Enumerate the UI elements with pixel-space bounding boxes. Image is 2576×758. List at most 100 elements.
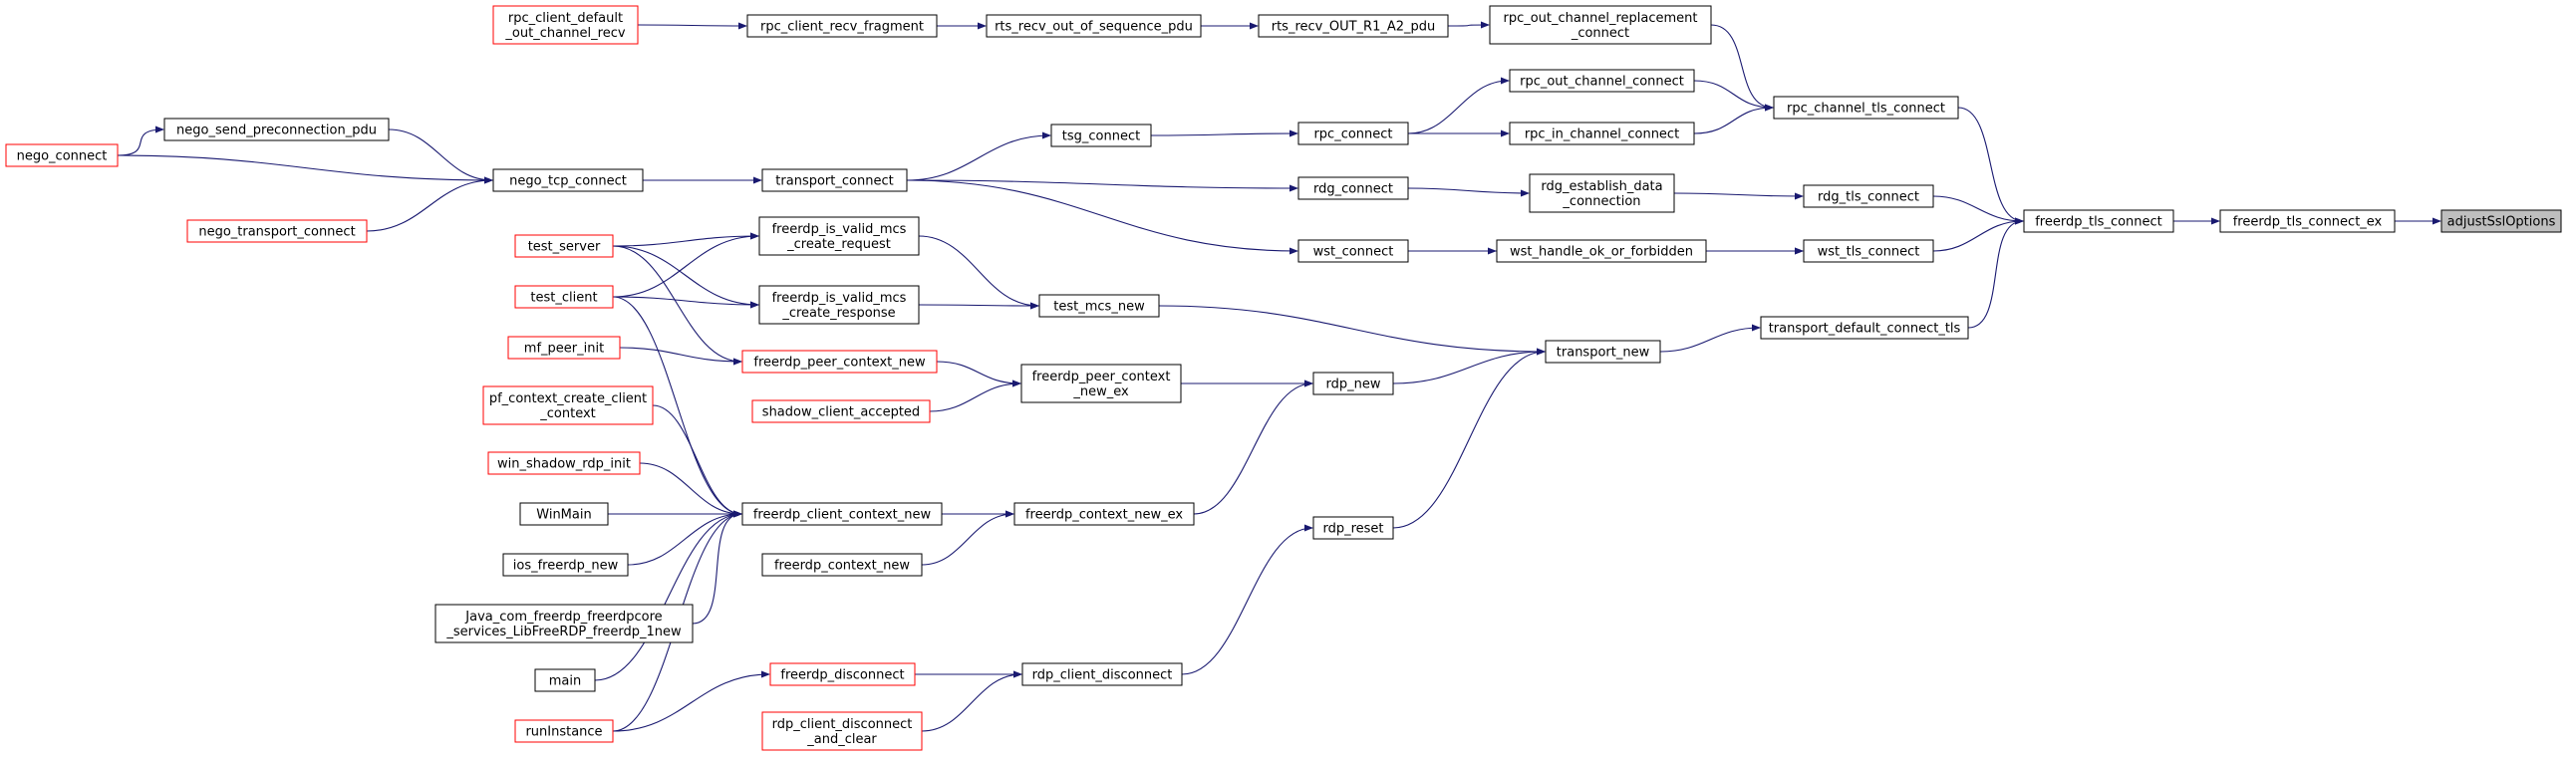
node-label: rdp_new	[1326, 378, 1381, 392]
node-test-server[interactable]: test_server	[514, 234, 614, 258]
node-rdg-connect[interactable]: rdg_connect	[1297, 176, 1409, 200]
node-box	[746, 14, 938, 38]
node-winmain[interactable]: WinMain	[519, 502, 609, 526]
node-label: shadow_client_accepted	[762, 405, 920, 420]
node-rdp-client-disconnect[interactable]: rdp_client_disconnect	[1021, 662, 1183, 686]
edge-rpc-out-channel-connect-to-rpc-channel-tls-connect	[1693, 80, 1774, 112]
edge-rpc-client-default-out-channel-recv-to-rpc-client-recv-fragment	[637, 22, 747, 30]
node-freerdp-disconnect[interactable]: freerdp_disconnect	[769, 662, 916, 686]
node-rdg-tls-connect[interactable]: rdg_tls_connect	[1803, 184, 1934, 208]
node-box	[751, 399, 931, 423]
node-box	[514, 234, 614, 258]
node-java-com-freerdp-freerdpcore-services-libfreerdp-freerdp-1new[interactable]: Java_com_freerdp_freerdpcore_services_Li…	[434, 604, 694, 643]
node-box	[1297, 176, 1409, 200]
node-pf-context-create-client-context[interactable]: pf_context_create_client_context	[482, 385, 654, 425]
node-rpc-out-channel-connect[interactable]: rpc_out_channel_connect	[1509, 69, 1695, 93]
node-label: freerdp_client_context_new	[753, 508, 932, 523]
edge-rdp-client-disconnect-to-rdp-reset	[1181, 524, 1313, 675]
node-label: _create_request	[786, 237, 891, 252]
call-edges	[117, 21, 2441, 732]
node-rts-recv-out-r1-a2-pdu[interactable]: rts_recv_OUT_R1_A2_pdu	[1258, 14, 1449, 38]
node-rdp-reset[interactable]: rdp_reset	[1312, 516, 1394, 540]
edge-main-to-freerdp-client-context-new	[594, 510, 742, 681]
node-label: pf_context_create_client	[489, 391, 647, 406]
node-label: _connection	[1562, 194, 1640, 209]
node-freerdp-tls-connect-ex[interactable]: freerdp_tls_connect_ex	[2219, 209, 2396, 233]
node-box	[5, 143, 119, 167]
node-box	[1297, 239, 1409, 263]
node-label: rpc_client_default	[508, 11, 623, 26]
edge-freerdp-context-new-to-freerdp-context-new-ex	[921, 510, 1014, 566]
node-test-client[interactable]: test_client	[514, 285, 614, 309]
node-nego-connect[interactable]: nego_connect	[5, 143, 119, 167]
node-win-shadow-rdp-init[interactable]: win_shadow_rdp_init	[487, 451, 641, 475]
node-freerdp-tls-connect[interactable]: freerdp_tls_connect	[2023, 209, 2174, 233]
edge-ios-freerdp-new-to-freerdp-client-context-new	[627, 510, 742, 566]
node-box	[758, 285, 920, 325]
node-label: transport_default_connect_tls	[1769, 322, 1961, 337]
node-mf-peer-init[interactable]: mf_peer_init	[507, 336, 621, 360]
edge-transport-default-connect-tls-to-freerdp-tls-connect	[1967, 217, 2024, 329]
node-label: _new_ex	[1072, 384, 1129, 399]
edge-test-server-to-freerdp-peer-context-new	[612, 245, 742, 366]
edge-java-com-freerdp-freerdpcore-services-libfreerdp-freerdp-1new-to-freerdp-client-context-new	[692, 510, 742, 625]
node-rts-recv-out-of-sequence-pdu[interactable]: rts_recv_out_of_sequence_pdu	[986, 14, 1202, 38]
node-shadow-client-accepted[interactable]: shadow_client_accepted	[751, 399, 931, 423]
node-box	[2219, 209, 2396, 233]
node-tsg-connect[interactable]: tsg_connect	[1050, 124, 1152, 147]
node-adjustssloptions[interactable]: adjustSslOptions	[2440, 209, 2562, 233]
edge-rts-recv-out-r1-a2-pdu-to-rpc-out-channel-replacement-connect	[1447, 21, 1490, 29]
node-rpc-channel-tls-connect[interactable]: rpc_channel_tls_connect	[1773, 96, 1959, 120]
node-freerdp-peer-context-new[interactable]: freerdp_peer_context_new	[741, 350, 938, 374]
node-transport-new[interactable]: transport_new	[1545, 340, 1661, 364]
node-label: nego_connect	[17, 149, 108, 164]
node-wst-handle-ok-or-forbidden[interactable]: wst_handle_ok_or_forbidden	[1496, 239, 1707, 263]
node-box	[1803, 239, 1934, 263]
node-label: freerdp_is_valid_mcs	[772, 291, 907, 306]
node-wst-connect[interactable]: wst_connect	[1297, 239, 1409, 263]
node-box	[758, 216, 920, 256]
node-label: rdp_client_disconnect	[772, 717, 913, 732]
node-nego-tcp-connect[interactable]: nego_tcp_connect	[492, 168, 644, 192]
node-rpc-in-channel-connect[interactable]: rpc_in_channel_connect	[1509, 122, 1695, 145]
edge-transport-connect-to-tsg-connect	[906, 131, 1051, 181]
node-rpc-connect[interactable]: rpc_connect	[1297, 122, 1409, 145]
node-box	[1509, 122, 1695, 145]
node-freerdp-client-context-new[interactable]: freerdp_client_context_new	[741, 502, 943, 526]
node-runinstance[interactable]: runInstance	[514, 719, 614, 743]
node-rpc-client-default-out-channel-recv[interactable]: rpc_client_default_out_channel_recv	[492, 5, 639, 45]
node-label: rts_recv_out_of_sequence_pdu	[995, 20, 1193, 35]
node-label: nego_transport_connect	[198, 225, 355, 240]
node-nego-send-preconnection-pdu[interactable]: nego_send_preconnection_pdu	[163, 118, 390, 141]
node-freerdp-is-valid-mcs-create-response[interactable]: freerdp_is_valid_mcs_create_response	[758, 285, 920, 325]
node-box	[163, 118, 390, 141]
node-rdp-new[interactable]: rdp_new	[1312, 372, 1394, 395]
node-box	[1489, 5, 1712, 45]
edge-rpc-channel-tls-connect-to-freerdp-tls-connect	[1957, 107, 2024, 225]
node-freerdp-is-valid-mcs-create-request[interactable]: freerdp_is_valid_mcs_create_request	[758, 216, 920, 256]
node-box	[1020, 364, 1182, 403]
edge-nego-send-preconnection-pdu-to-nego-tcp-connect	[388, 128, 493, 184]
node-rpc-out-channel-replacement-connect[interactable]: rpc_out_channel_replacement_connect	[1489, 5, 1712, 45]
node-freerdp-context-new-ex[interactable]: freerdp_context_new_ex	[1013, 502, 1195, 526]
node-rdg-establish-data-connection[interactable]: rdg_establish_data_connection	[1529, 173, 1675, 213]
node-label: rpc_channel_tls_connect	[1787, 102, 1945, 117]
edge-freerdp-context-new-ex-to-rdp-new	[1193, 379, 1313, 515]
node-ios-freerdp-new[interactable]: ios_freerdp_new	[502, 553, 629, 577]
node-label: rts_recv_OUT_R1_A2_pdu	[1272, 20, 1436, 35]
node-box	[502, 553, 629, 577]
node-rpc-client-recv-fragment[interactable]: rpc_client_recv_fragment	[746, 14, 938, 38]
node-freerdp-context-new[interactable]: freerdp_context_new	[761, 553, 923, 577]
node-test-mcs-new[interactable]: test_mcs_new	[1038, 294, 1160, 318]
node-box	[761, 553, 923, 577]
node-box	[186, 219, 368, 243]
node-transport-connect[interactable]: transport_connect	[761, 168, 908, 192]
node-label: adjustSslOptions	[2447, 215, 2556, 230]
node-main[interactable]: main	[534, 668, 596, 692]
node-nego-transport-connect[interactable]: nego_transport_connect	[186, 219, 368, 243]
node-freerdp-peer-context-new-ex[interactable]: freerdp_peer_context_new_ex	[1020, 364, 1182, 403]
node-wst-tls-connect[interactable]: wst_tls_connect	[1803, 239, 1934, 263]
node-rdp-client-disconnect-and-clear[interactable]: rdp_client_disconnect_and_clear	[761, 711, 923, 751]
node-label: wst_connect	[1313, 245, 1394, 260]
node-transport-default-connect-tls[interactable]: transport_default_connect_tls	[1760, 316, 1969, 340]
